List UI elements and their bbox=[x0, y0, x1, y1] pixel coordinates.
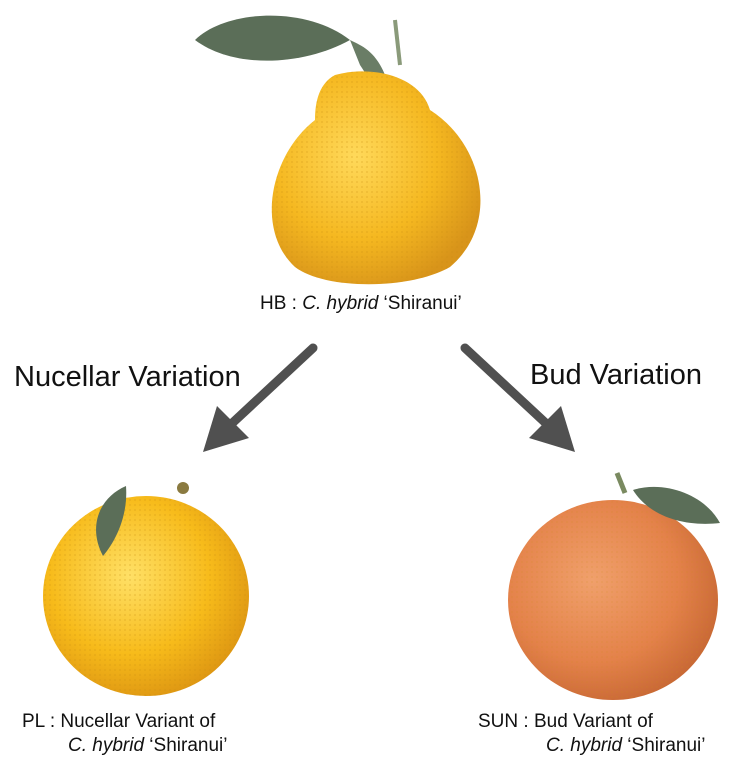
leaf-icon bbox=[195, 16, 350, 61]
sun-caption-line1: SUN : Bud Variant of bbox=[478, 710, 705, 734]
pl-caption: PL : Nucellar Variant of C. hybrid ‘Shir… bbox=[22, 710, 227, 758]
pl-fruit-image bbox=[38, 478, 253, 698]
sun-caption: SUN : Bud Variant of C. hybrid ‘Shiranui… bbox=[478, 710, 705, 758]
pl-caption-line2: C. hybrid ‘Shiranui’ bbox=[22, 734, 227, 758]
right-arrow-icon bbox=[455, 340, 585, 460]
pl-caption-line1: PL : Nucellar Variant of bbox=[22, 710, 227, 734]
sun-caption-line2: C. hybrid ‘Shiranui’ bbox=[478, 734, 705, 758]
left-arrow-icon bbox=[195, 340, 325, 460]
sun-fruit-image bbox=[505, 465, 725, 705]
hb-fruit-image bbox=[185, 5, 505, 290]
hb-caption: HB : C. hybrid ‘Shiranui’ bbox=[260, 292, 462, 316]
